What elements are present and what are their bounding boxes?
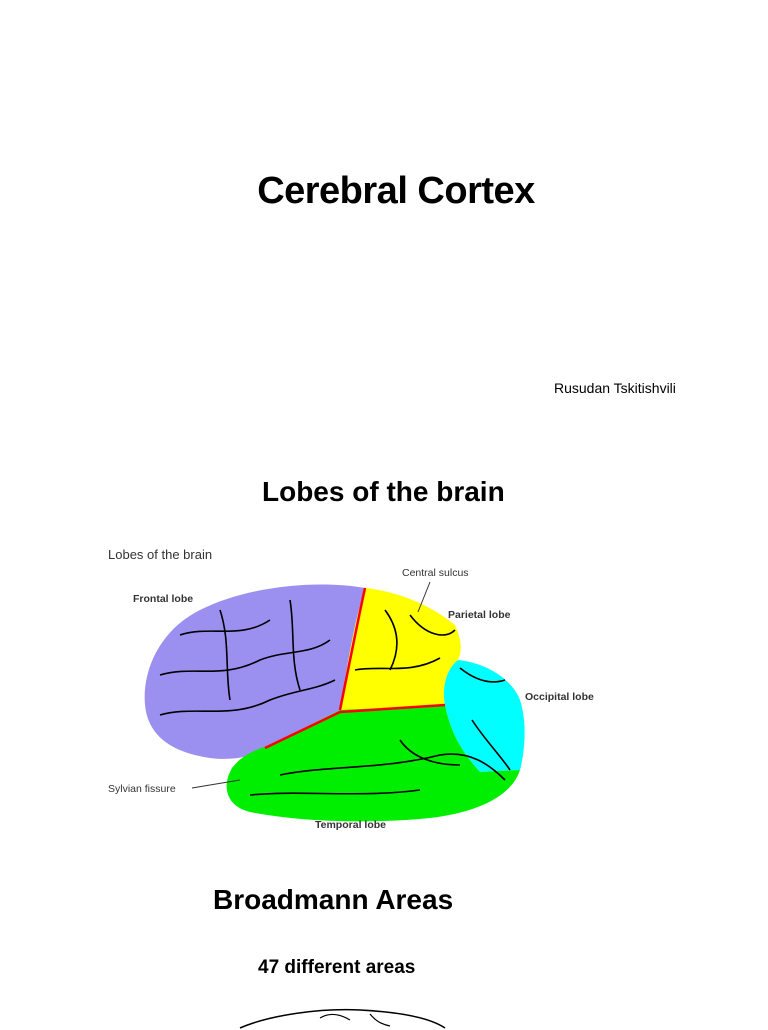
sylvian-fissure-line <box>264 703 446 750</box>
label-sylvian-fissure: Sylvian fissure <box>108 783 176 795</box>
section-title-broadmann: Broadmann Areas <box>213 884 454 915</box>
label-temporal-lobe: Temporal lobe <box>315 819 386 831</box>
parietal-lobe-region <box>340 588 461 710</box>
gyri-lines <box>159 599 511 796</box>
label-central-sulcus: Central sulcus <box>402 567 469 579</box>
broadmann-subtitle: 47 different areas <box>258 957 416 978</box>
broadmann-brain-outline <box>239 1008 446 1029</box>
leader-central <box>417 581 431 613</box>
label-occipital-lobe: Occipital lobe <box>525 691 594 703</box>
label-parietal-lobe: Parietal lobe <box>448 609 511 621</box>
leader-sylvian <box>191 779 241 789</box>
frontal-lobe-region <box>144 584 365 759</box>
brain-lobes-diagram: Lobes of the brain Frontal lobe Central … <box>108 547 594 831</box>
occipital-lobe-region <box>443 660 525 772</box>
figure-caption: Lobes of the brain <box>108 547 212 562</box>
temporal-lobe-region <box>226 705 520 822</box>
page-title: Cerebral Cortex <box>257 170 535 212</box>
label-frontal-lobe: Frontal lobe <box>133 593 193 605</box>
author-name: Rusudan Tskitishvili <box>554 380 676 396</box>
section-title-lobes: Lobes of the brain <box>262 476 505 507</box>
central-sulcus-line <box>338 587 367 711</box>
